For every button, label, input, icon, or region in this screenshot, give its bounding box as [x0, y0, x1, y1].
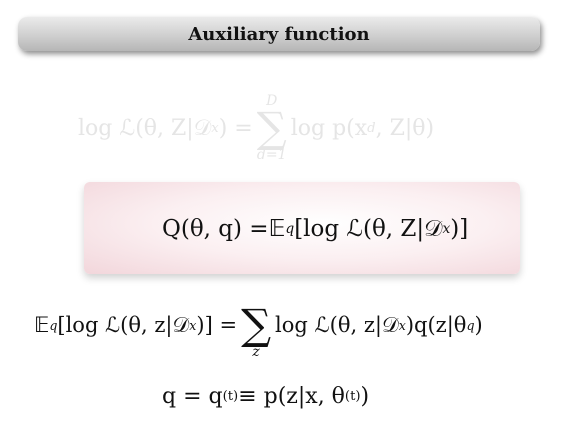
eq1-rhs: log p(x	[290, 115, 368, 141]
eq3-lhs: [log ℒ(θ, z|𝒟	[57, 312, 190, 337]
eq3-rhs-sub2: q	[466, 317, 475, 333]
eq4-sup: (t)	[222, 388, 239, 404]
eq3-summation: ∑ z	[241, 291, 271, 359]
eq1-lhs-end: ) =	[218, 115, 253, 141]
highlight-box	[84, 182, 520, 274]
eq2-rhs-end: )]	[450, 216, 469, 242]
eq1-lhs-sub: x	[211, 120, 219, 136]
eq3-rhs-end: )	[474, 313, 483, 337]
eq3-rhs-mid: )q(z|θ	[405, 313, 467, 337]
eq2-rhs-sub: x	[442, 221, 451, 237]
eq3-lhs-end: )] =	[196, 313, 238, 337]
eq3-expectation: 𝔼	[34, 313, 50, 337]
eq3-rhs: log ℒ(θ, z|𝒟	[275, 312, 399, 337]
eq3-sum-sign: ∑	[241, 300, 272, 350]
eq1-sum-upper: D	[266, 93, 278, 110]
eq2-lhs: Q(θ, q) =	[162, 216, 269, 242]
slide-title: Auxiliary function	[188, 23, 370, 45]
eq1-sum-sign: ∑	[256, 103, 287, 153]
eq3-lhs-sub: x	[189, 317, 197, 333]
eq2-expectation-sub: q	[285, 221, 295, 237]
eq2-expectation: 𝔼	[268, 216, 286, 242]
eq3-rhs-sub: x	[398, 317, 406, 333]
eq1-summation: D ∑ d=1	[257, 94, 287, 162]
posterior-equation: q = q(t) ≡ p(z|x, θ(t))	[162, 376, 369, 416]
eq3-sum-lower: z	[252, 343, 260, 360]
eq3-expectation-sub: q	[49, 317, 58, 333]
eq4-sup2: (t)	[344, 388, 361, 404]
eq1-lhs: log ℒ(θ, Z|𝒟	[78, 115, 212, 141]
eq1-rhs-sub: d	[367, 120, 376, 136]
eq4-mid: ≡ p(z|x, θ	[238, 383, 345, 409]
eq1-sum-lower: d=1	[256, 146, 287, 163]
eq4-end: )	[360, 383, 370, 409]
eq1-rhs-end: , Z|θ)	[375, 115, 435, 141]
eq4-lhs: q = q	[162, 383, 223, 409]
slide-title-bar: Auxiliary function	[18, 17, 540, 51]
eq2-rhs: [log ℒ(θ, Z|𝒟	[294, 216, 443, 242]
